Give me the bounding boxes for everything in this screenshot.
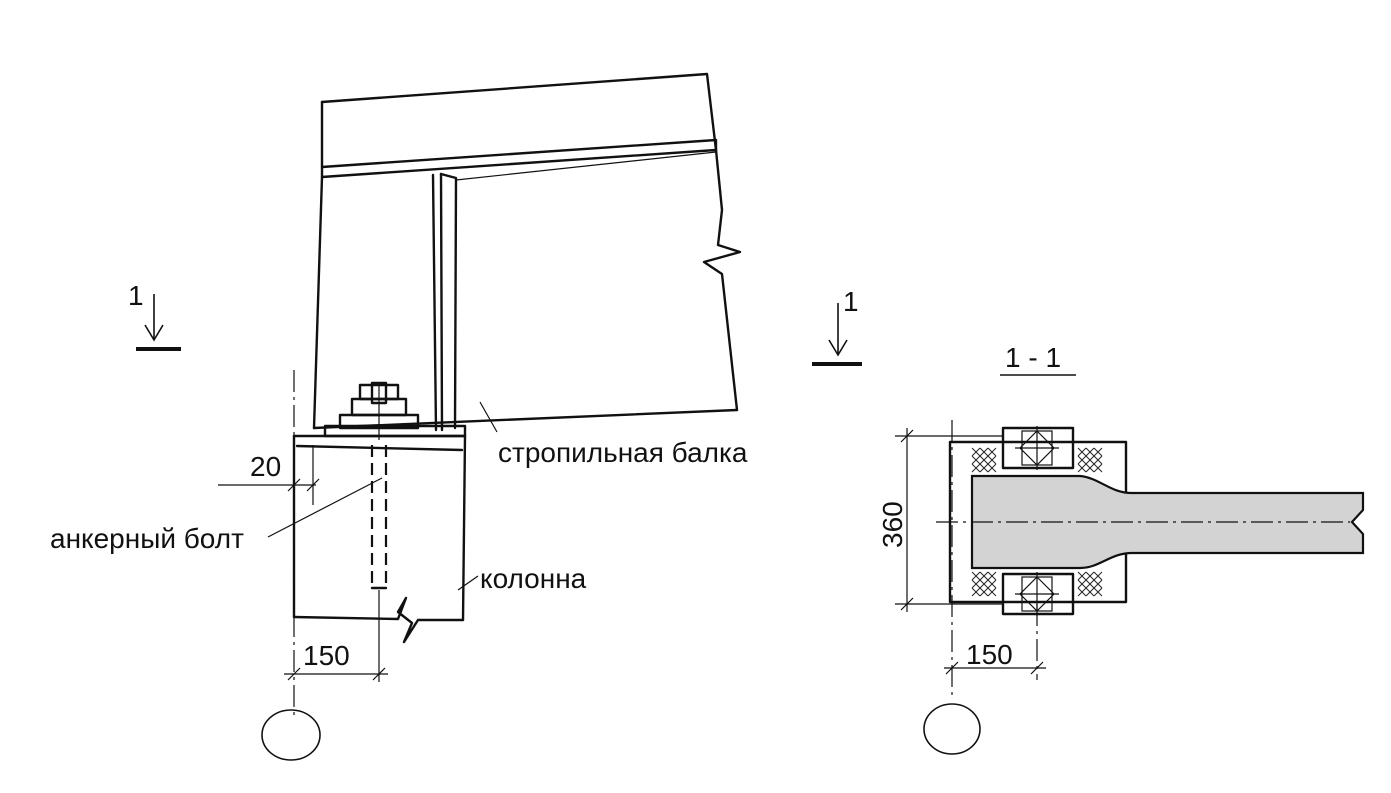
rafter-beam-label: стропильная балка [498, 437, 748, 468]
anchor-bolt-leader [267, 477, 383, 538]
rafter-beam [312, 72, 742, 432]
column-leader [457, 575, 479, 591]
dimension-150-elevation: 150 [284, 590, 388, 682]
anchor-bolt-bottom [1001, 572, 1075, 616]
section-mark-left-number: 1 [128, 280, 144, 311]
beam-leader [479, 401, 498, 433]
anchor-bolt-label: анкерный болт [50, 523, 244, 554]
dim-150-elevation-text: 150 [303, 640, 350, 671]
axis-bubble-elevation [261, 709, 321, 761]
column-label: колонна [480, 563, 587, 594]
elevation-view: стропильная балка анкерный болт колонна [50, 72, 748, 761]
section-title: 1 - 1 [1005, 342, 1061, 373]
section-mark-left: 1 [128, 280, 181, 351]
dimension-150-section: 150 [944, 639, 1046, 675]
dim-150-section-text: 150 [966, 639, 1013, 670]
section-mark-right: 1 [812, 286, 862, 366]
dim-360-text: 360 [877, 501, 908, 548]
section-view: 1 1 - 1 [812, 286, 1365, 755]
dimension-20: 20 [218, 445, 320, 505]
weld-marks [971, 447, 1103, 597]
column [292, 434, 467, 644]
bolt-assembly [323, 381, 467, 440]
dim-20-text: 20 [250, 451, 281, 482]
anchor-bolt-top [1001, 426, 1075, 470]
section-mark-right-number: 1 [843, 286, 859, 317]
dimension-360: 360 [877, 428, 1003, 612]
axis-bubble-section [923, 703, 981, 755]
